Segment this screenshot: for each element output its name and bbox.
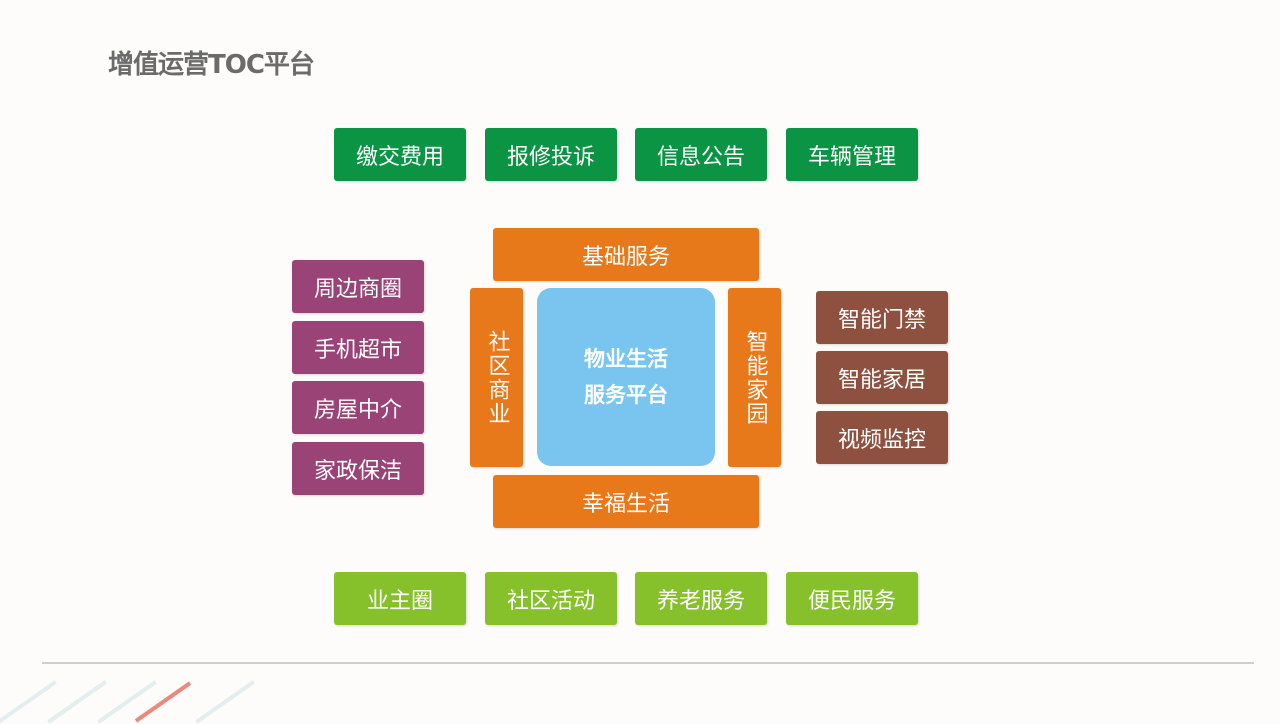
divider	[42, 662, 1254, 664]
right-item-smarthome[interactable]: 智能家居	[816, 351, 948, 404]
left-item-shops[interactable]: 周边商圈	[292, 260, 424, 313]
bottom-item-elderly[interactable]: 养老服务	[635, 572, 767, 625]
right-item-video[interactable]: 视频监控	[816, 411, 948, 464]
decor-stripe	[97, 680, 157, 724]
top-item-notice[interactable]: 信息公告	[635, 128, 767, 181]
bottom-item-activities[interactable]: 社区活动	[485, 572, 617, 625]
top-item-repair[interactable]: 报修投诉	[485, 128, 617, 181]
left-item-housekeeping[interactable]: 家政保洁	[292, 442, 424, 495]
ring-bottom[interactable]: 幸福生活	[493, 475, 759, 528]
center-platform[interactable]: 物业生活 服务平台	[537, 288, 715, 466]
right-item-access[interactable]: 智能门禁	[816, 291, 948, 344]
center-line1: 物业生活	[584, 347, 668, 371]
decor-stripe	[195, 680, 255, 724]
ring-right[interactable]: 智能家园	[728, 288, 781, 467]
bottom-item-convenience[interactable]: 便民服务	[786, 572, 918, 625]
ring-top[interactable]: 基础服务	[493, 228, 759, 281]
left-item-realestate[interactable]: 房屋中介	[292, 381, 424, 434]
top-item-vehicle[interactable]: 车辆管理	[786, 128, 918, 181]
left-item-supermarket[interactable]: 手机超市	[292, 321, 424, 374]
decor-stripe	[0, 680, 57, 724]
ring-left[interactable]: 社区商业	[470, 288, 523, 467]
center-line2: 服务平台	[584, 383, 668, 407]
page-title: 增值运营TOC平台	[108, 50, 315, 80]
bottom-item-owners[interactable]: 业主圈	[334, 572, 466, 625]
top-item-payment[interactable]: 缴交费用	[334, 128, 466, 181]
decor-stripe	[47, 680, 107, 724]
